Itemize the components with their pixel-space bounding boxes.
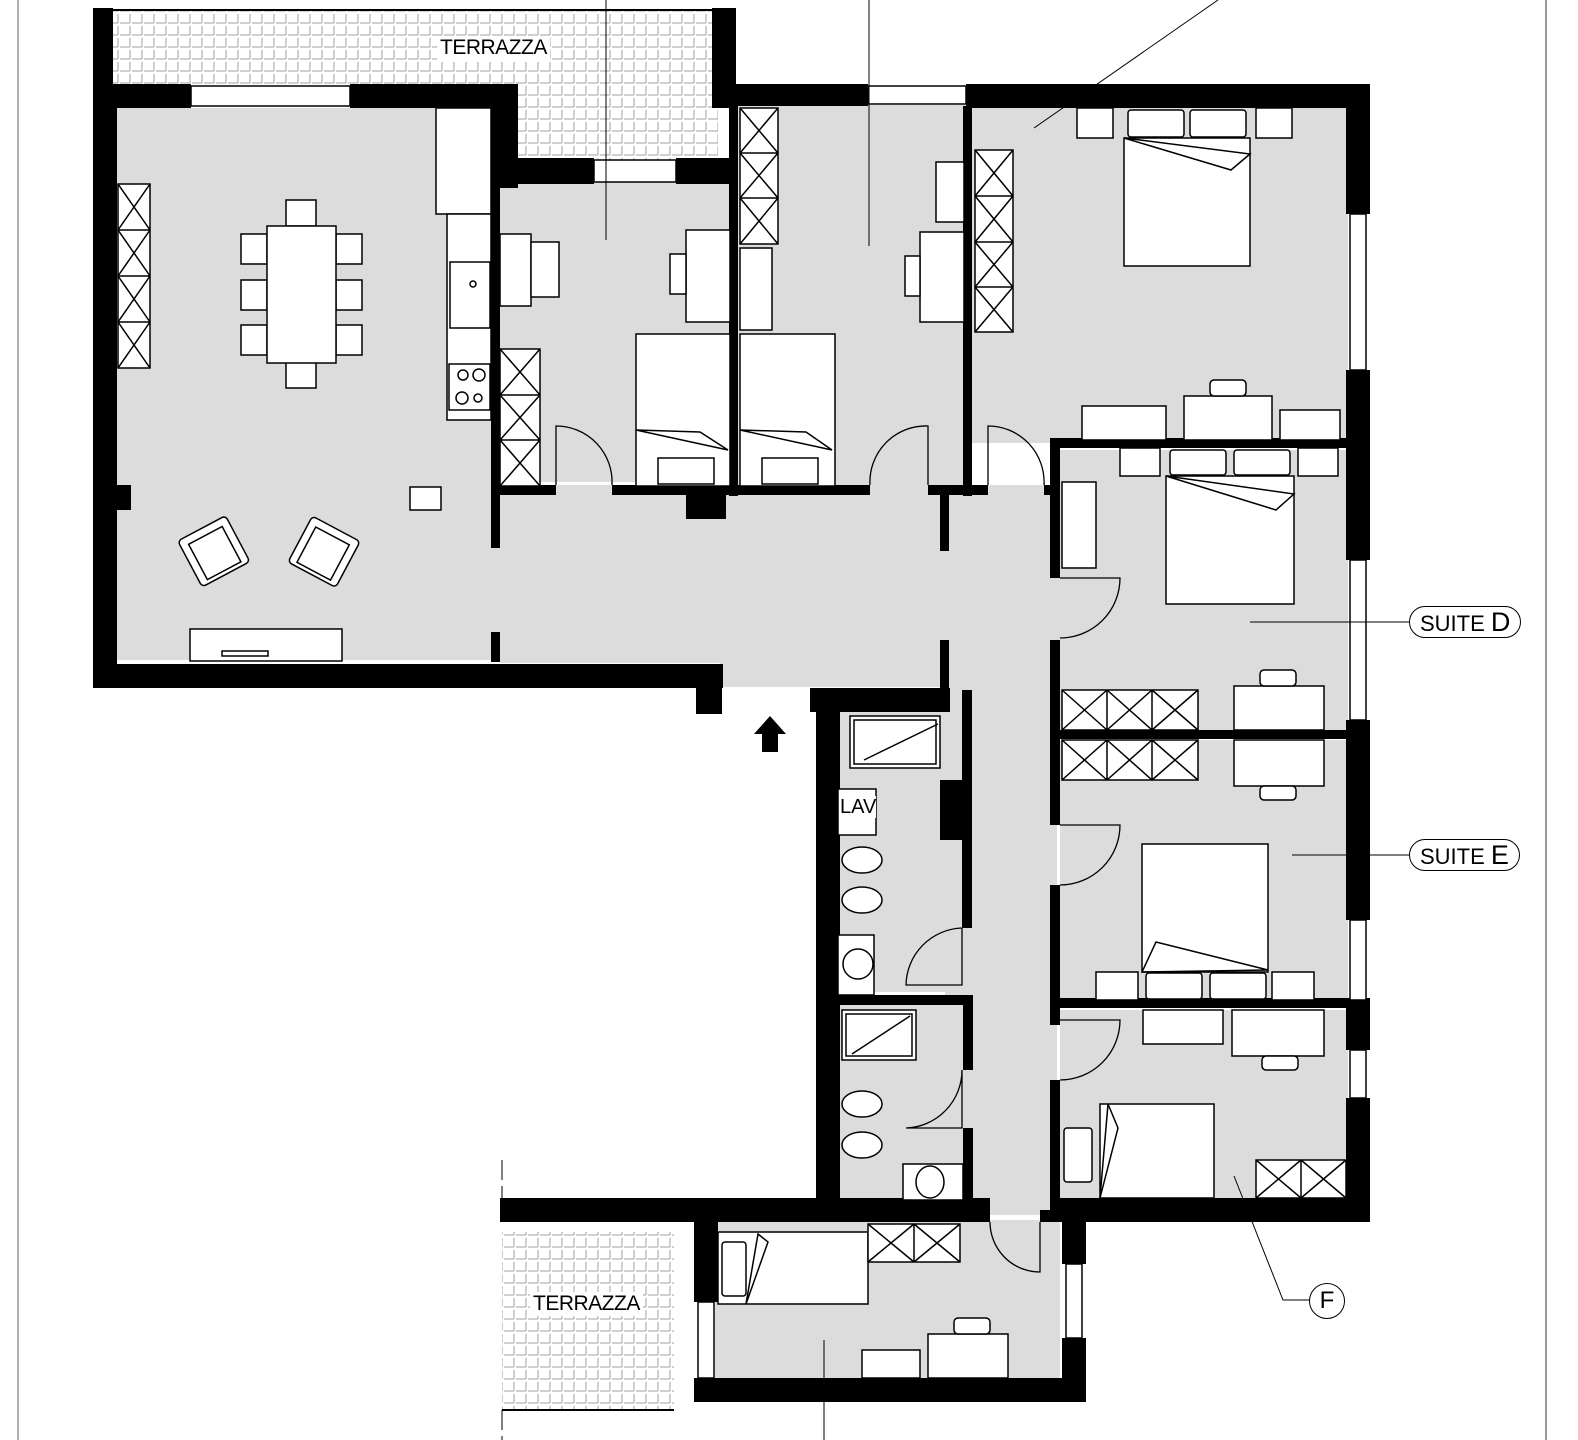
desk-icon	[1183, 395, 1273, 441]
shelf-icon	[861, 1349, 921, 1379]
bathroom-2-fixtures	[841, 1009, 964, 1201]
shelf-icon	[1142, 1009, 1224, 1045]
entrance-arrow-icon	[754, 716, 786, 752]
shelf-icon	[935, 161, 965, 223]
desk-icon	[919, 231, 965, 323]
single-bed-icon	[1099, 1103, 1215, 1199]
nightstand-icon	[1255, 107, 1293, 139]
armchair-icon	[178, 516, 250, 587]
nightstand-icon	[1119, 447, 1161, 477]
nightstand-icon	[1297, 447, 1339, 477]
entrance-floor	[720, 663, 945, 687]
leader-lines	[501, 0, 1410, 1440]
desk-icon	[685, 229, 731, 323]
terrace-bottom-label: TERRAZZA	[530, 1292, 643, 1316]
toilet-icon	[841, 1090, 883, 1118]
suite-d-furniture	[1061, 447, 1339, 731]
side-table-icon	[409, 486, 442, 511]
bedroom-b-furniture	[739, 107, 965, 487]
shower-icon	[841, 1009, 917, 1061]
bathroom-lav-label: LAV	[840, 796, 877, 818]
terrace-bottom	[502, 1232, 674, 1411]
sink-icon	[449, 261, 491, 329]
room-g-furniture	[717, 1223, 1009, 1379]
bedroom-c-furniture	[974, 107, 1341, 441]
bidet-icon	[841, 1131, 883, 1159]
suite-e-callout: SUITE E	[1409, 839, 1520, 871]
wardrobe-icon	[974, 149, 1014, 333]
kitchen-counter-icon	[435, 107, 492, 421]
room-f-furniture	[1063, 1009, 1347, 1199]
bedroom-a-furniture	[499, 229, 731, 487]
living-room-furniture	[117, 107, 492, 662]
doors	[555, 425, 1121, 1273]
wardrobe-icon	[117, 183, 151, 369]
desk-icon	[1233, 739, 1325, 787]
nightstand-icon	[1076, 107, 1114, 139]
dresser-icon	[1081, 405, 1167, 441]
room-f-callout: F	[1309, 1283, 1345, 1319]
armchair-icon	[288, 516, 360, 587]
shower-icon	[849, 715, 941, 769]
walls	[93, 8, 1370, 1402]
double-bed-icon	[1165, 475, 1295, 605]
desk-icon	[1233, 685, 1325, 731]
nightstand-icon	[1271, 971, 1315, 1001]
suite-e-furniture	[1061, 739, 1325, 1001]
toilet-icon	[841, 846, 883, 874]
double-bed-icon	[1123, 137, 1251, 267]
dining-table-icon	[240, 199, 363, 389]
shelf-icon	[739, 247, 773, 331]
wardrobe-icon	[1061, 481, 1097, 569]
desk-icon	[1231, 1009, 1325, 1057]
double-bed-icon	[1141, 843, 1269, 973]
windows	[190, 85, 1367, 1379]
suite-d-callout: SUITE D	[1409, 606, 1522, 638]
terrace-top-label: TERRAZZA	[437, 36, 550, 60]
bidet-icon	[841, 886, 883, 914]
desk-icon	[927, 1333, 1009, 1379]
shelf-icon	[1279, 409, 1341, 441]
desk-icon	[499, 233, 532, 307]
terrace-top	[110, 9, 718, 160]
nightstand-icon	[1095, 971, 1139, 1001]
